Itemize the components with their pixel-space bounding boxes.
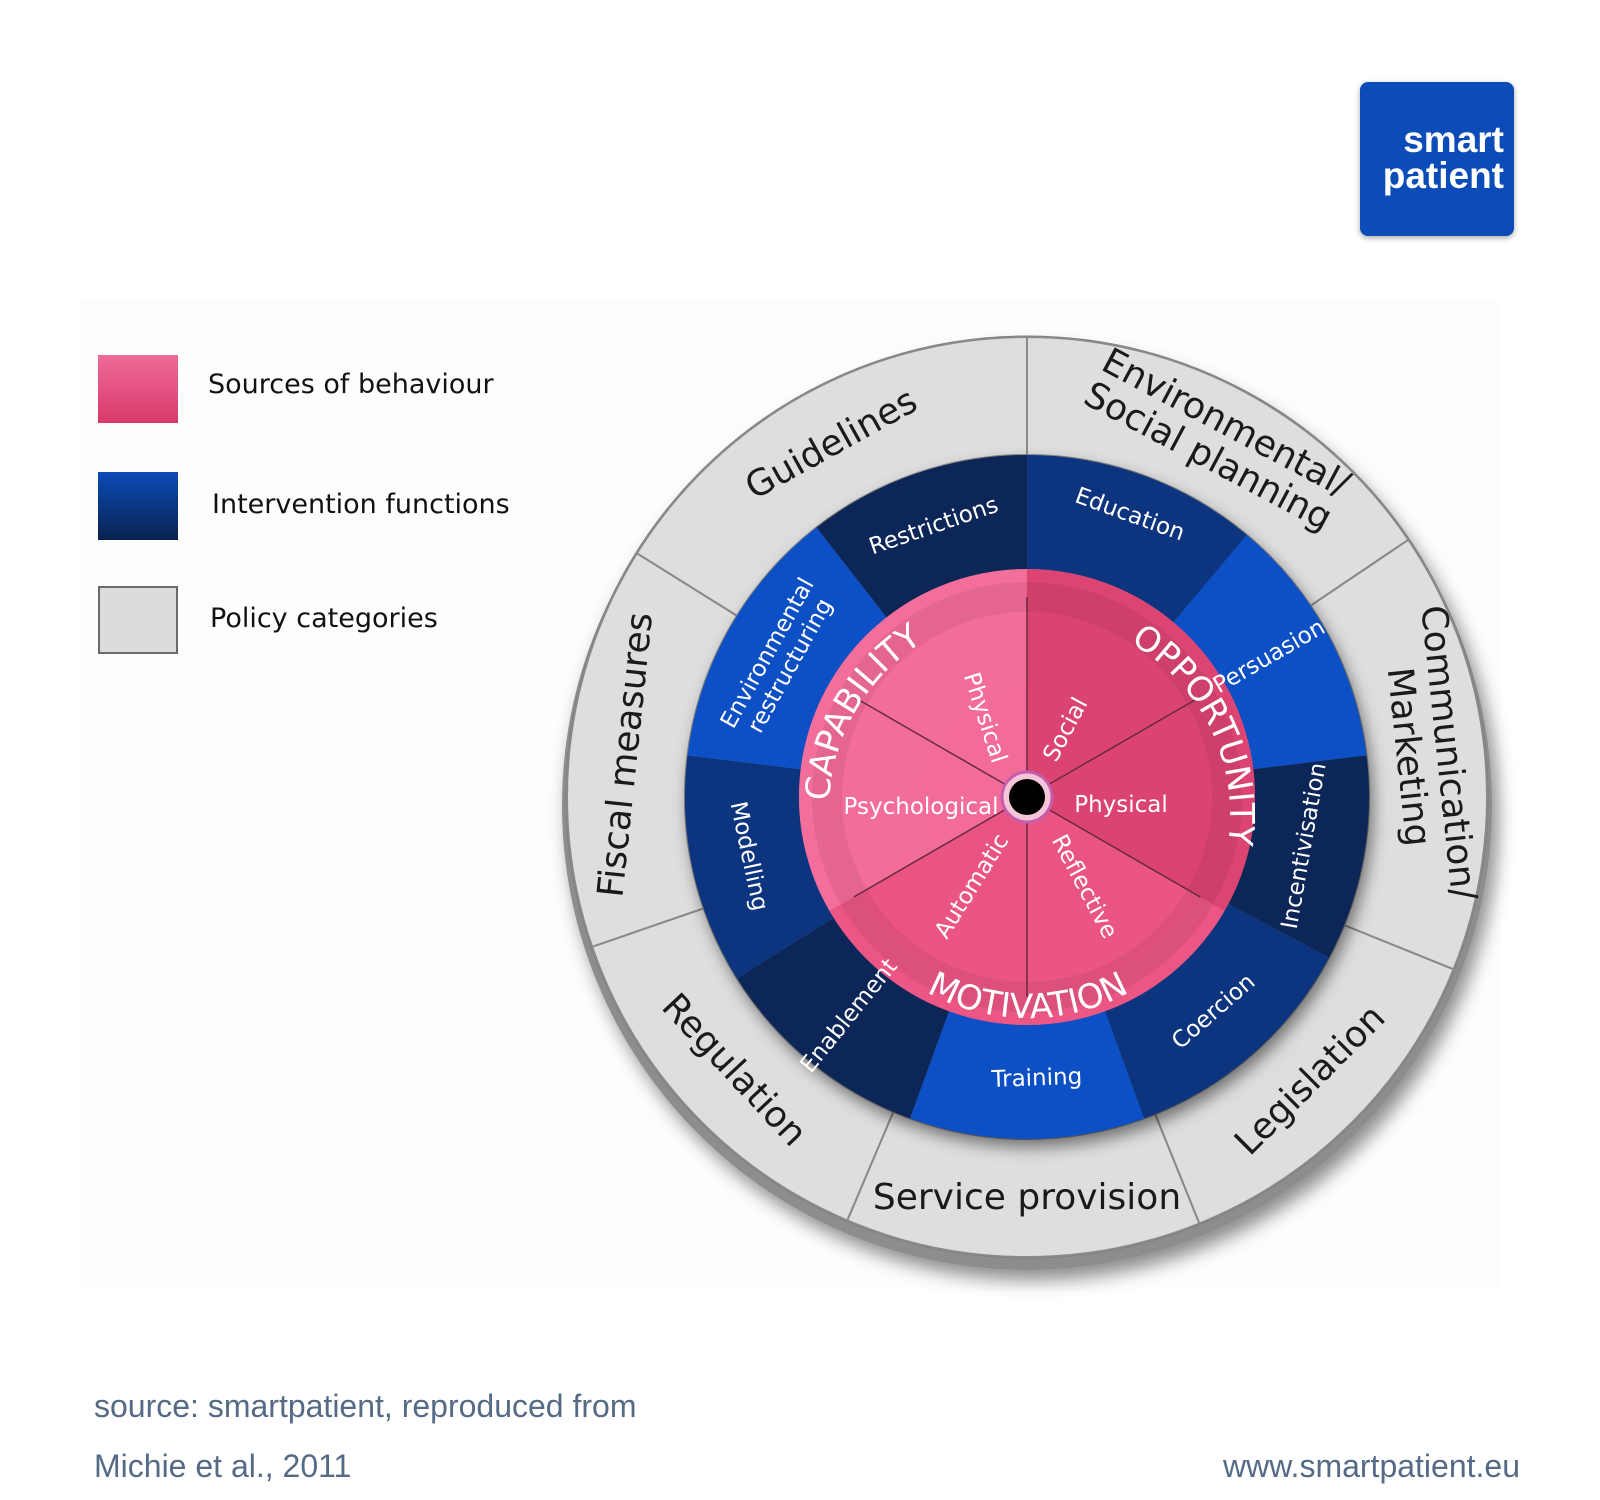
source-divider [853,796,1028,898]
intervention-label-training: Training [990,1064,1083,1093]
logo-line-1: smart [1403,119,1504,160]
intervention-segment-environmental-restructuring[interactable] [687,527,895,771]
wheel-hub [1009,779,1045,815]
intervention-segment-coercion[interactable] [1100,897,1329,1119]
legend-label-policy: Policy categories [210,603,438,634]
legend-swatch-interventions [98,472,178,540]
smartpatient-logo[interactable]: smart patient [1360,82,1514,236]
source-label-psychological: Psychological [844,794,999,820]
intervention-segment-training[interactable] [910,999,1144,1140]
policy-label-service-provision: Service provision [873,1177,1181,1218]
source-label-opportunity-physical: Physical [1074,792,1168,818]
source-divider [853,696,1028,798]
legend-label-sources: Sources of behaviour [208,369,494,400]
source-segment-motivation-reflective[interactable] [1027,797,1225,1025]
source-line-2: Michie et al., 2011 [94,1448,352,1484]
source-line-1: source: smartpatient, reproduced from [94,1388,637,1424]
source-divider [1026,796,1201,898]
legend-label-interventions: Intervention functions [212,489,510,520]
intervention-segment-persuasion[interactable] [1165,535,1367,771]
source-segment-opportunity-social[interactable] [1027,569,1225,797]
legend-swatch-sources [98,355,178,423]
intervention-segment-enablement[interactable] [736,910,954,1119]
intervention-segment-incentivisation[interactable] [1216,755,1370,958]
source-segment-motivation-automatic[interactable] [829,797,1027,1025]
source-segment-opportunity-physical[interactable] [1027,683,1255,911]
source-segment-capability-physical[interactable] [829,569,1027,797]
source-divider [1026,696,1201,798]
website-link[interactable]: www.smartpatient.eu [1222,1448,1520,1484]
legend-swatch-policy [98,586,178,654]
source-segment-capability-psychological[interactable] [799,683,1027,911]
logo-line-2: patient [1382,155,1504,196]
